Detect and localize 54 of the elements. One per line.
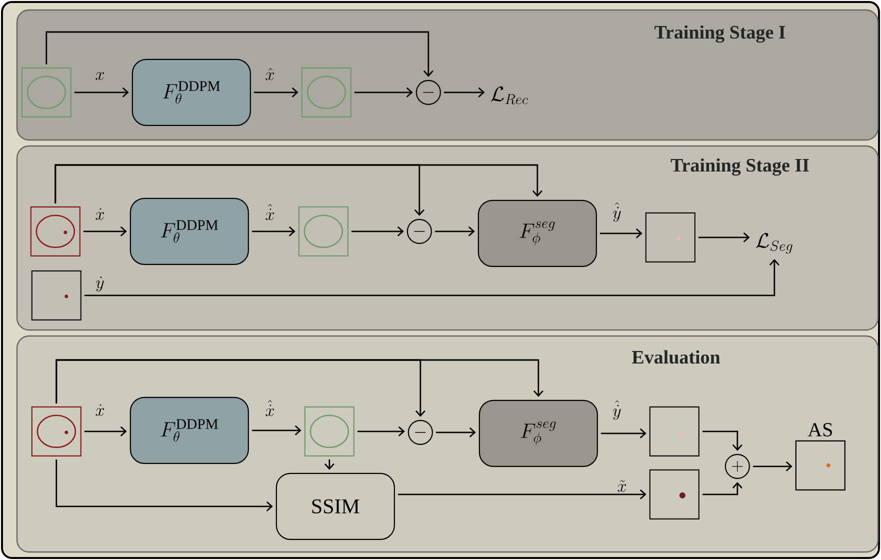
edge-label: $\tilde{x}$ — [618, 480, 626, 492]
image-thumbnail — [645, 212, 696, 262]
edge-label: $x$ — [96, 72, 104, 80]
arrow — [436, 427, 476, 438]
image-thumbnail — [301, 67, 352, 118]
arrow — [698, 232, 750, 242]
edge-label: $\hat{\dot{x}}$ — [266, 204, 274, 220]
process-box: $F_\theta^{\mathrm{DDPM}}$ — [130, 396, 249, 464]
arrow — [354, 87, 413, 98]
arrow — [46, 31, 434, 77]
arrow — [84, 426, 127, 436]
process-box: SSIM — [276, 472, 395, 540]
loss-label: $\mathcal{L}_{Rec}$ — [490, 86, 528, 104]
arrow — [600, 228, 642, 238]
image-thumbnail — [298, 206, 348, 256]
arrow — [351, 226, 404, 236]
process-box: $F_\phi^{seg}$ — [478, 200, 597, 267]
arrow — [74, 87, 129, 98]
edge-label: $\hat{\dot{y}}$ — [613, 202, 621, 222]
image-thumbnail — [31, 270, 82, 320]
arrow — [254, 87, 298, 98]
loss-label: $\mathcal{L}_{Seg}$ — [756, 232, 792, 254]
edge-label: $\hat{x}$ — [266, 68, 274, 80]
process-box: $F_\phi^{seg}$ — [478, 400, 598, 467]
arrow — [252, 226, 296, 236]
node-label: AS — [808, 423, 832, 436]
arrow — [56, 359, 544, 404]
image-thumbnail — [21, 67, 72, 118]
arrow — [398, 489, 646, 500]
arrow — [434, 226, 475, 236]
edge-label: $\hat{\dot{y}}$ — [613, 400, 621, 420]
arrow — [752, 461, 792, 472]
image-thumbnail — [649, 406, 700, 456]
edge-label: $\dot{y}$ — [96, 276, 104, 292]
arrow — [56, 459, 273, 512]
image-thumbnail — [649, 469, 700, 520]
arrow — [357, 426, 405, 436]
arrow — [252, 425, 302, 436]
arrow — [83, 226, 127, 236]
edge-label: $\dot{x}$ — [96, 208, 104, 220]
arrow — [702, 430, 742, 451]
edge-label: $\dot{x}$ — [96, 404, 104, 416]
image-thumbnail — [30, 206, 80, 256]
edge-label: $\hat{\dot{x}}$ — [266, 400, 274, 416]
image-thumbnail — [31, 406, 82, 456]
output-box: AS — [795, 423, 846, 490]
arrow — [444, 87, 485, 98]
arrow — [54, 164, 542, 204]
arrow — [600, 428, 646, 438]
arrow — [702, 482, 742, 496]
process-box: $F_\theta^{\mathrm{DDPM}}$ — [130, 198, 249, 265]
arrow — [84, 259, 780, 296]
process-box: $F_\theta^{\mathrm{DDPM}}$ — [132, 58, 251, 126]
image-thumbnail — [304, 406, 354, 456]
